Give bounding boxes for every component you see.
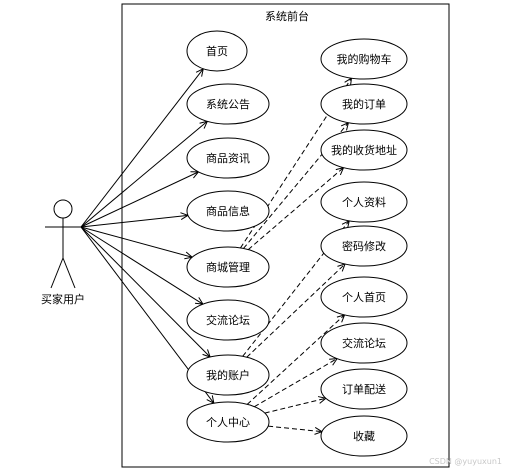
association-line	[80, 120, 208, 228]
usecase-ellipse	[186, 401, 270, 443]
usecase-label: 我的账户	[206, 368, 250, 382]
usecase-ellipse	[186, 190, 270, 232]
actor-right-leg	[62, 257, 76, 289]
usecase-ellipse	[320, 322, 408, 364]
usecase-label: 个人首页	[342, 290, 386, 304]
usecase-news: 商品资讯	[186, 137, 270, 179]
usecase-ellipse	[186, 246, 270, 288]
association-line	[80, 171, 199, 228]
watermark: CSDN @yuyuxun1	[429, 457, 502, 466]
usecase-ellipse	[186, 137, 270, 179]
usecase-password: 密码修改	[320, 225, 408, 267]
usecase-ellipse	[320, 276, 408, 318]
usecase-label: 个人资料	[342, 195, 386, 209]
usecase-label: 密码修改	[342, 239, 386, 253]
usecase-ellipse	[320, 83, 408, 125]
usecase-label: 系统公告	[206, 98, 250, 111]
usecase-order-delivery: 订单配送	[320, 368, 408, 410]
dependency-line	[246, 314, 345, 405]
usecase-label: 个人中心	[206, 416, 250, 429]
dependency-line	[246, 263, 346, 358]
usecase-ellipse	[186, 83, 270, 125]
usecase-label: 商城管理	[206, 260, 250, 274]
actor-head	[53, 199, 73, 219]
usecase-label: 订单配送	[342, 382, 386, 396]
usecase-ellipse	[186, 354, 270, 396]
association-line	[80, 214, 189, 228]
usecase-label: 我的订单	[342, 97, 386, 111]
usecase-label: 商品资讯	[206, 151, 250, 165]
usecase-announcement: 系统公告	[186, 83, 270, 125]
usecase-forum: 交流论坛	[186, 299, 270, 341]
usecase-label: 交流论坛	[342, 336, 386, 350]
usecase-label: 收藏	[353, 429, 375, 443]
usecase-ellipse	[320, 38, 408, 80]
usecase-my-account: 我的账户	[186, 354, 270, 396]
usecase-forum-sub: 交流论坛	[320, 322, 408, 364]
association-line	[80, 226, 204, 305]
usecase-ellipse	[320, 129, 408, 171]
usecase-mall-management: 商城管理	[186, 246, 270, 288]
dependency-line	[264, 397, 326, 414]
usecase-home: 首页	[186, 30, 248, 72]
usecase-ellipse	[320, 368, 408, 410]
usecase-label: 首页	[206, 44, 228, 58]
actor-buyer: 买家用户	[41, 199, 85, 306]
usecase-personal-center: 个人中心	[186, 401, 270, 443]
usecase-label: 我的收货地址	[331, 143, 397, 157]
actor-label: 买家用户	[41, 292, 85, 306]
usecase-profile: 个人资料	[320, 181, 408, 223]
usecase-label: 交流论坛	[206, 313, 250, 327]
dependency-line	[242, 220, 350, 357]
association-line	[80, 226, 211, 358]
usecase-personal-home: 个人首页	[320, 276, 408, 318]
usecase-product-info: 商品信息	[186, 190, 270, 232]
dependency-line	[268, 425, 323, 433]
usecase-ellipse	[186, 30, 248, 72]
association-line	[80, 226, 193, 258]
usecase-cart: 我的购物车	[320, 38, 408, 80]
usecase-ellipse	[320, 415, 408, 457]
system-title: 系统前台	[265, 9, 309, 23]
usecase-address: 我的收货地址	[320, 129, 408, 171]
association-line	[80, 68, 204, 228]
actor-left-leg	[50, 257, 64, 289]
usecase-ellipse	[320, 181, 408, 223]
usecase-label: 商品信息	[206, 204, 250, 218]
dependency-line	[247, 167, 344, 250]
usecase-orders: 我的订单	[320, 83, 408, 125]
usecase-favorites: 收藏	[320, 415, 408, 457]
usecase-ellipse	[186, 299, 270, 341]
usecase-label: 我的购物车	[337, 52, 392, 66]
usecase-ellipse	[320, 225, 408, 267]
